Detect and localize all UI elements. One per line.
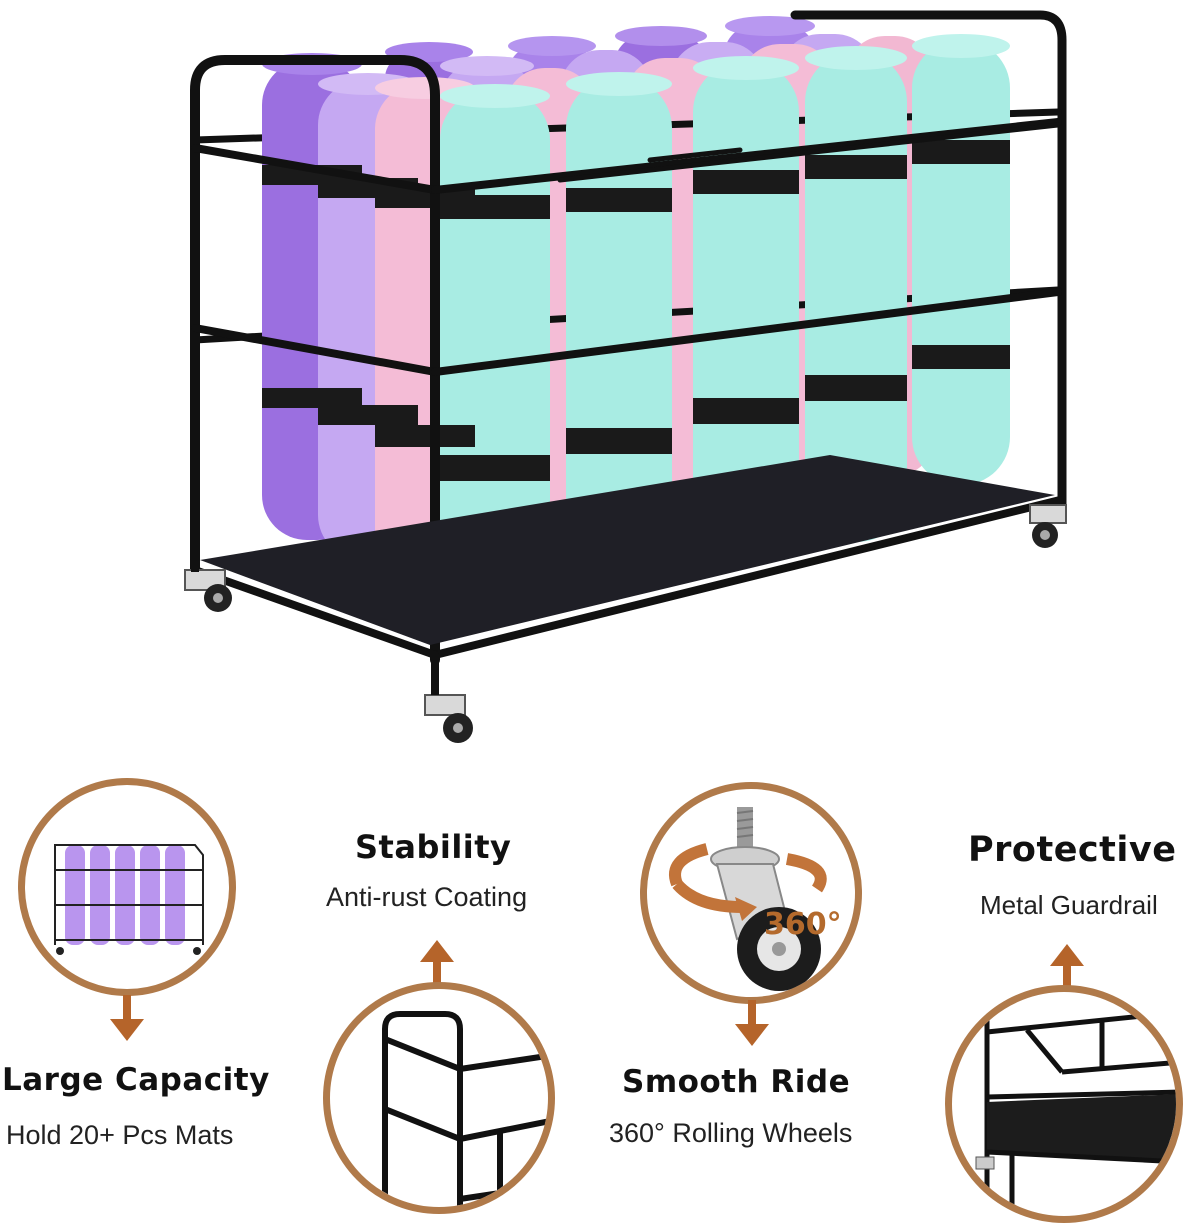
capacity-subtitle: Hold 20+ Pcs Mats [6, 1120, 234, 1150]
stability-subtitle: Anti-rust Coating [326, 882, 528, 912]
stability-title: Stability [355, 828, 512, 866]
cart-frame-front [190, 55, 1064, 665]
ride-subtitle: 360° Rolling Wheels [609, 1118, 853, 1148]
stability-circle [323, 982, 555, 1214]
guardrail-icon [975, 992, 1176, 1216]
arrow-down-icon [110, 995, 144, 1041]
ride-title: Smooth Ride [622, 1064, 851, 1100]
mat-straps [262, 140, 1010, 481]
caster-wheel-icon [669, 807, 827, 991]
yoga-mat-cart-illustration [184, 10, 1067, 743]
arrow-up-icon [1050, 944, 1084, 990]
capacity-circle [18, 778, 236, 996]
capacity-title: Large Capacity [2, 1062, 270, 1098]
mini-cart-icon [54, 844, 204, 955]
arrow-down-icon [735, 1000, 769, 1046]
protective-subtitle: Metal Guardrail [980, 890, 1158, 920]
protective-title: Protective [968, 830, 1177, 870]
rotation-badge: 360° [764, 907, 842, 942]
cart-base-tray [200, 455, 1055, 645]
wheel-circle: 360° [640, 782, 862, 1004]
cart-wheels [184, 504, 1067, 743]
frame-corner-icon [382, 1011, 548, 1207]
arrow-up-icon [420, 940, 454, 986]
guardrail-circle [945, 985, 1183, 1223]
